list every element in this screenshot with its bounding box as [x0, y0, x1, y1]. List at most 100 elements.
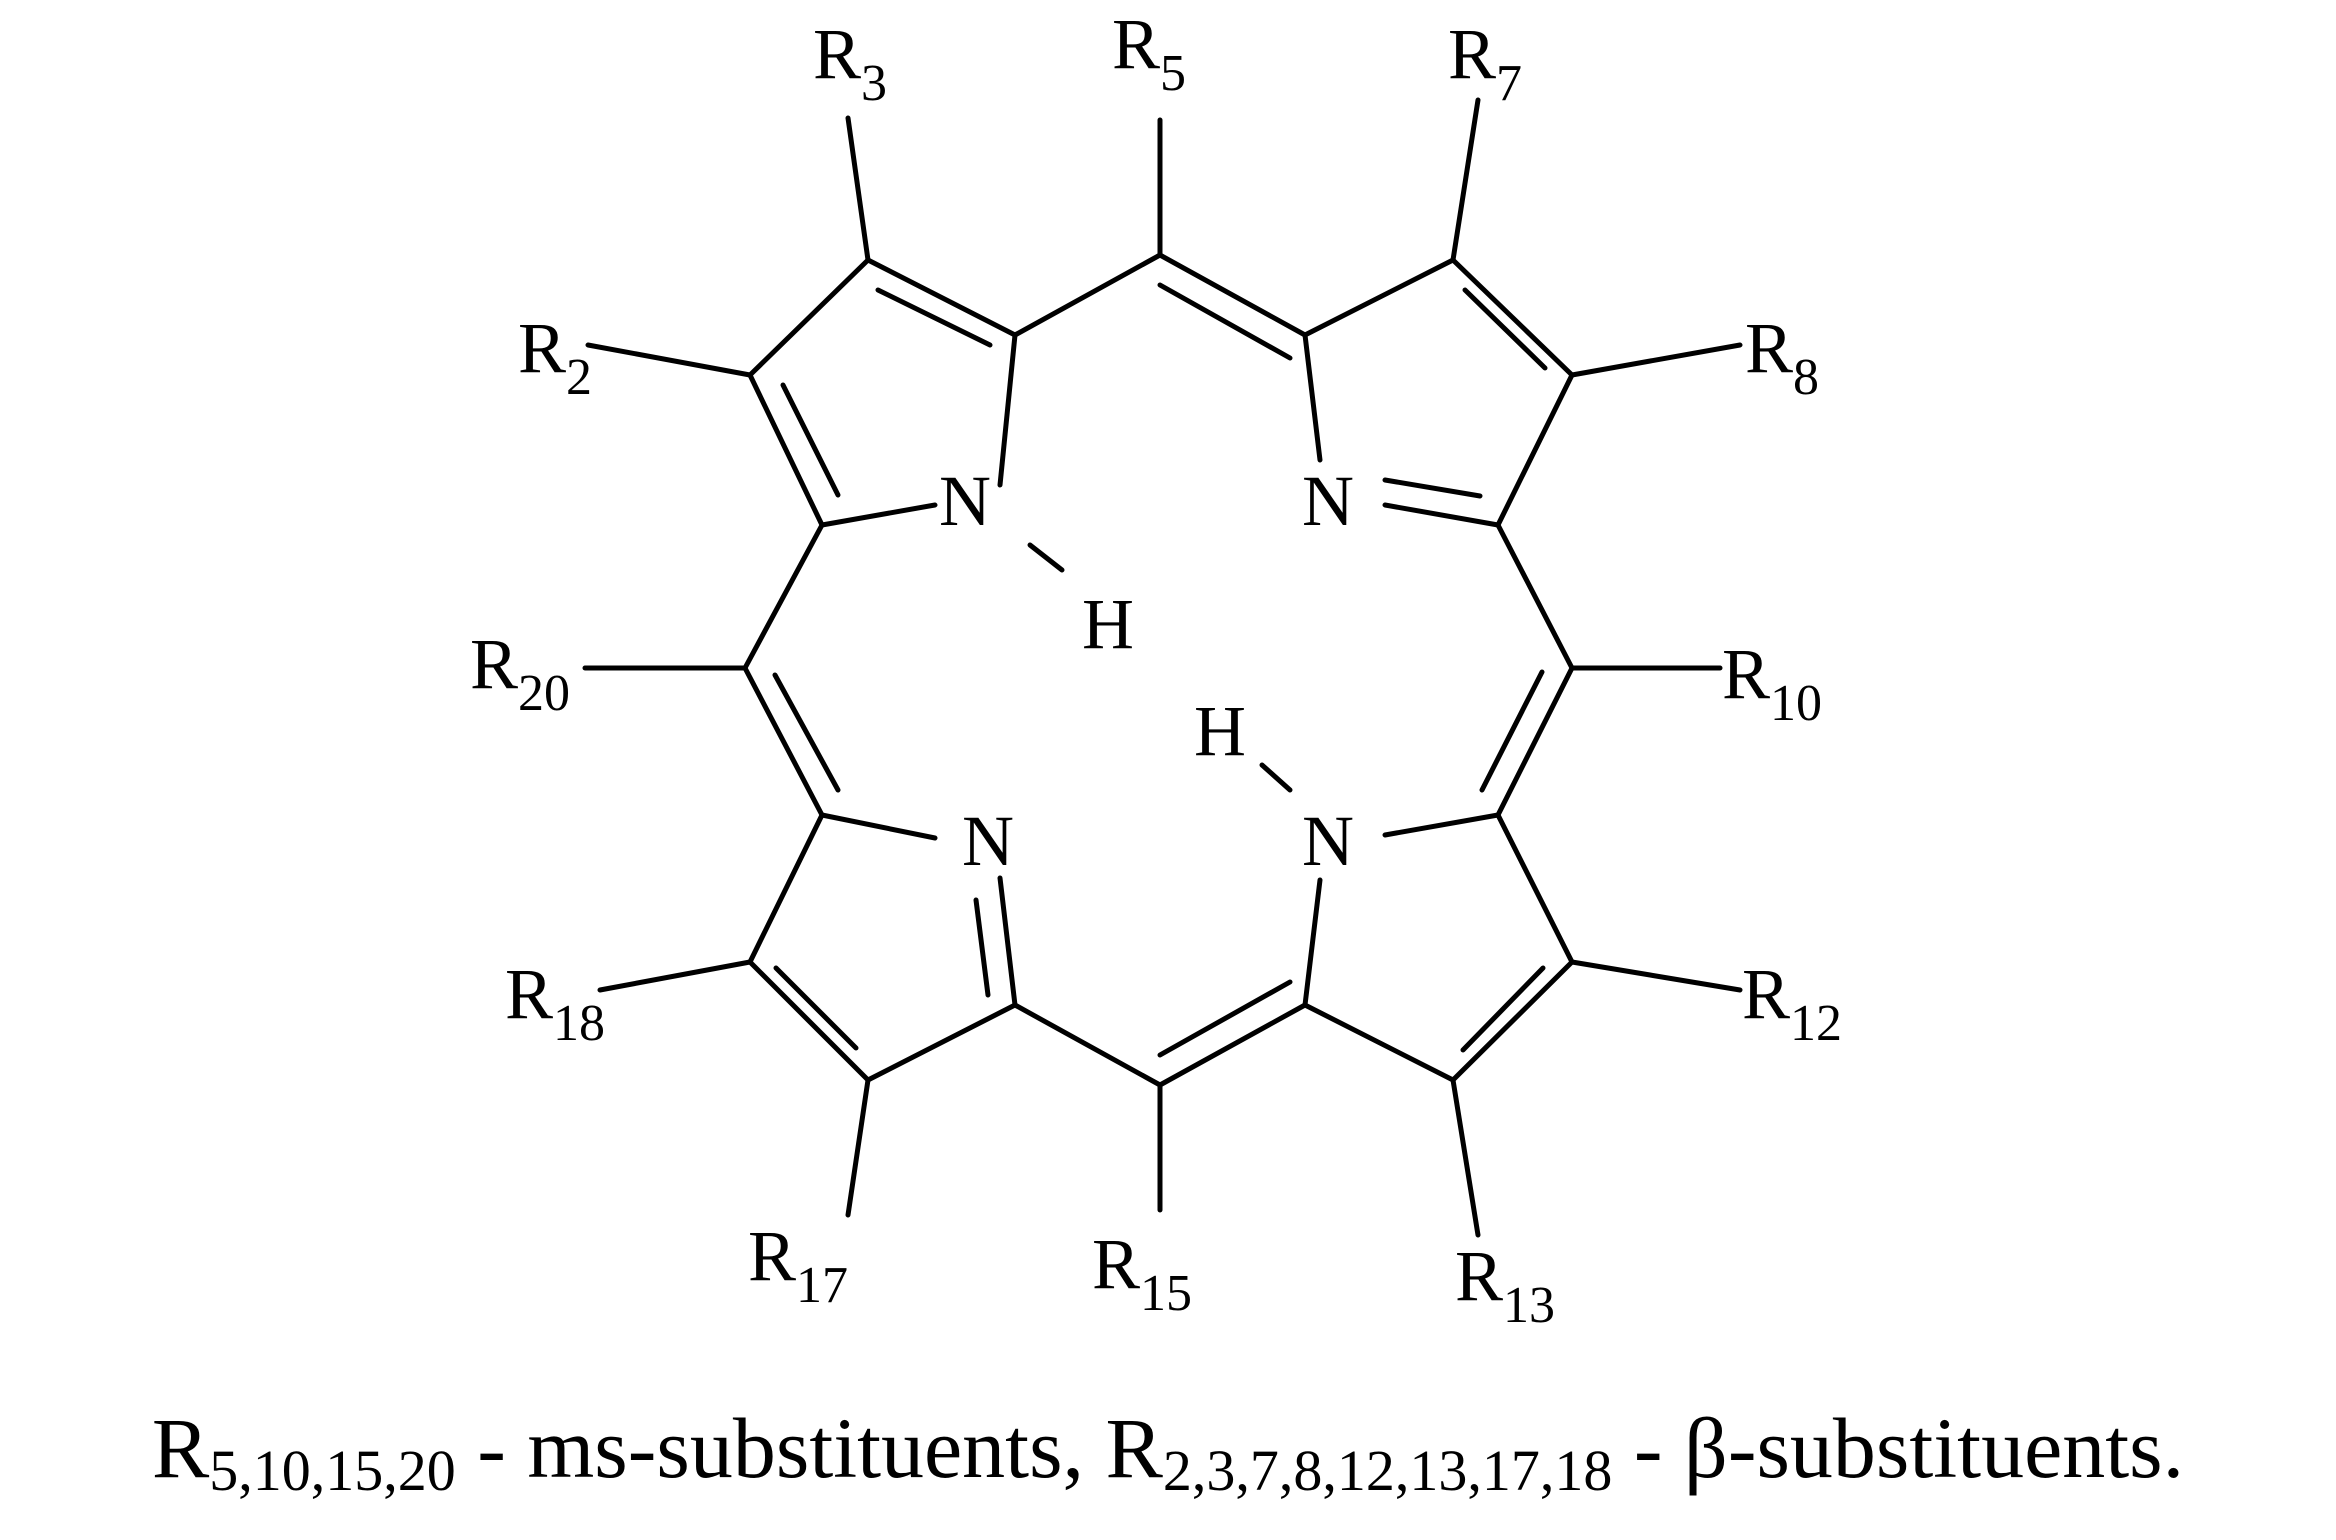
bond [819, 502, 938, 528]
caption-r-meso: R [151, 1400, 210, 1496]
bond-double [1460, 965, 1546, 1053]
subst-index: 12 [1790, 995, 1842, 1052]
subst-index: 2 [566, 349, 592, 406]
bond-r8 [1569, 342, 1743, 378]
bond [1012, 1002, 1163, 1088]
subst-base: R [1092, 1224, 1140, 1304]
subst-base: R [1455, 1236, 1503, 1316]
bond [742, 665, 825, 818]
subst-base: R [505, 954, 553, 1034]
substituent-r3: R3 [813, 14, 887, 112]
bond [819, 812, 938, 841]
bond [1157, 252, 1308, 338]
bond [997, 332, 1018, 488]
subst-base: R [1448, 14, 1496, 94]
subst-base: R [1745, 308, 1793, 388]
bond [1495, 665, 1575, 818]
bond [865, 1002, 1018, 1083]
bond-double [1462, 287, 1548, 371]
substituent-r8: R8 [1745, 308, 1819, 406]
bond-double [773, 965, 859, 1051]
bond [865, 257, 1018, 338]
bond-double [973, 897, 991, 998]
substituent-r5: R5 [1112, 4, 1186, 102]
bonds [582, 97, 1743, 1238]
caption-meso-text: - ms-substituents, [455, 1400, 1106, 1496]
subst-index: 20 [518, 665, 570, 722]
atom-h-top-left: H [1082, 584, 1134, 664]
subst-index: 3 [861, 55, 887, 112]
bond-nh [1259, 762, 1293, 793]
bond [1302, 257, 1456, 338]
bond-r12 [1569, 959, 1743, 993]
substituent-r20: R20 [470, 624, 570, 722]
substituent-r12: R12 [1742, 954, 1842, 1052]
bond-double [772, 672, 841, 793]
bond-r7 [1450, 97, 1481, 263]
substituent-r10: R10 [1722, 634, 1822, 732]
atom-n-top-right: N [1302, 461, 1354, 541]
bond-r2 [585, 342, 753, 378]
bond [742, 522, 825, 671]
substituent-r7: R7 [1448, 14, 1522, 112]
bond [1302, 332, 1323, 463]
bond [997, 875, 1018, 1008]
subst-base: R [518, 308, 566, 388]
subst-base: R [813, 14, 861, 94]
bond [1382, 812, 1501, 838]
bond-r18 [597, 959, 753, 993]
subst-base: R [1112, 4, 1160, 84]
bond [1495, 812, 1575, 965]
caption-beta-indices: 2,3,7,8,12,13,17,18 [1162, 1437, 1613, 1503]
bond [1012, 252, 1163, 338]
caption-beta-text: - β-substituents. [1612, 1400, 2185, 1496]
bond [1302, 1002, 1456, 1083]
bond [1450, 257, 1575, 378]
bond-double [1157, 979, 1293, 1058]
subst-base: R [748, 1216, 796, 1296]
bond [1450, 959, 1575, 1083]
subst-index: 18 [553, 995, 605, 1052]
bond [1495, 522, 1575, 671]
subst-base: R [1722, 634, 1770, 714]
substituent-labels: R3 R5 R7 R2 R8 R20 R10 R18 R12 R17 R15 R… [470, 4, 1842, 1334]
bond [747, 959, 871, 1083]
bond-double [1479, 669, 1545, 793]
atom-h-bottom-right: H [1194, 691, 1246, 771]
bond-double [780, 382, 841, 498]
bond [1382, 502, 1501, 528]
bond-double [1382, 477, 1483, 499]
bond [1302, 877, 1323, 1008]
substituent-r13: R13 [1455, 1236, 1555, 1334]
bond [747, 257, 871, 378]
substituent-r2: R2 [518, 308, 592, 406]
bond-r3 [845, 115, 871, 263]
atom-n-top-left: N [939, 461, 991, 541]
bond [1495, 372, 1575, 528]
substituent-r17: R17 [748, 1216, 848, 1314]
bond-double [875, 287, 993, 348]
subst-index: 5 [1160, 45, 1186, 102]
atom-n-bottom-left: N [962, 801, 1014, 881]
figure-caption: R5,10,15,20 - ms-substituents, R2,3,7,8,… [0, 1405, 2336, 1499]
substituent-r15: R15 [1092, 1224, 1192, 1322]
bond-r13 [1450, 1077, 1481, 1238]
bond [747, 372, 825, 528]
atom-labels: N H N N N H [939, 461, 1354, 881]
subst-index: 7 [1496, 55, 1522, 112]
bond [1157, 1002, 1308, 1088]
bond-double [1157, 282, 1293, 361]
subst-index: 10 [1770, 675, 1822, 732]
caption-meso-indices: 5,10,15,20 [209, 1437, 456, 1503]
subst-index: 15 [1140, 1265, 1192, 1322]
subst-base: R [1742, 954, 1790, 1034]
subst-index: 13 [1503, 1277, 1555, 1334]
caption-r-beta: R [1105, 1400, 1163, 1496]
subst-base: R [470, 624, 518, 704]
bond-nh [1027, 542, 1065, 573]
substituent-r18: R18 [505, 954, 605, 1052]
subst-index: 8 [1793, 349, 1819, 406]
bond-r17 [845, 1077, 871, 1218]
subst-index: 17 [796, 1257, 848, 1314]
